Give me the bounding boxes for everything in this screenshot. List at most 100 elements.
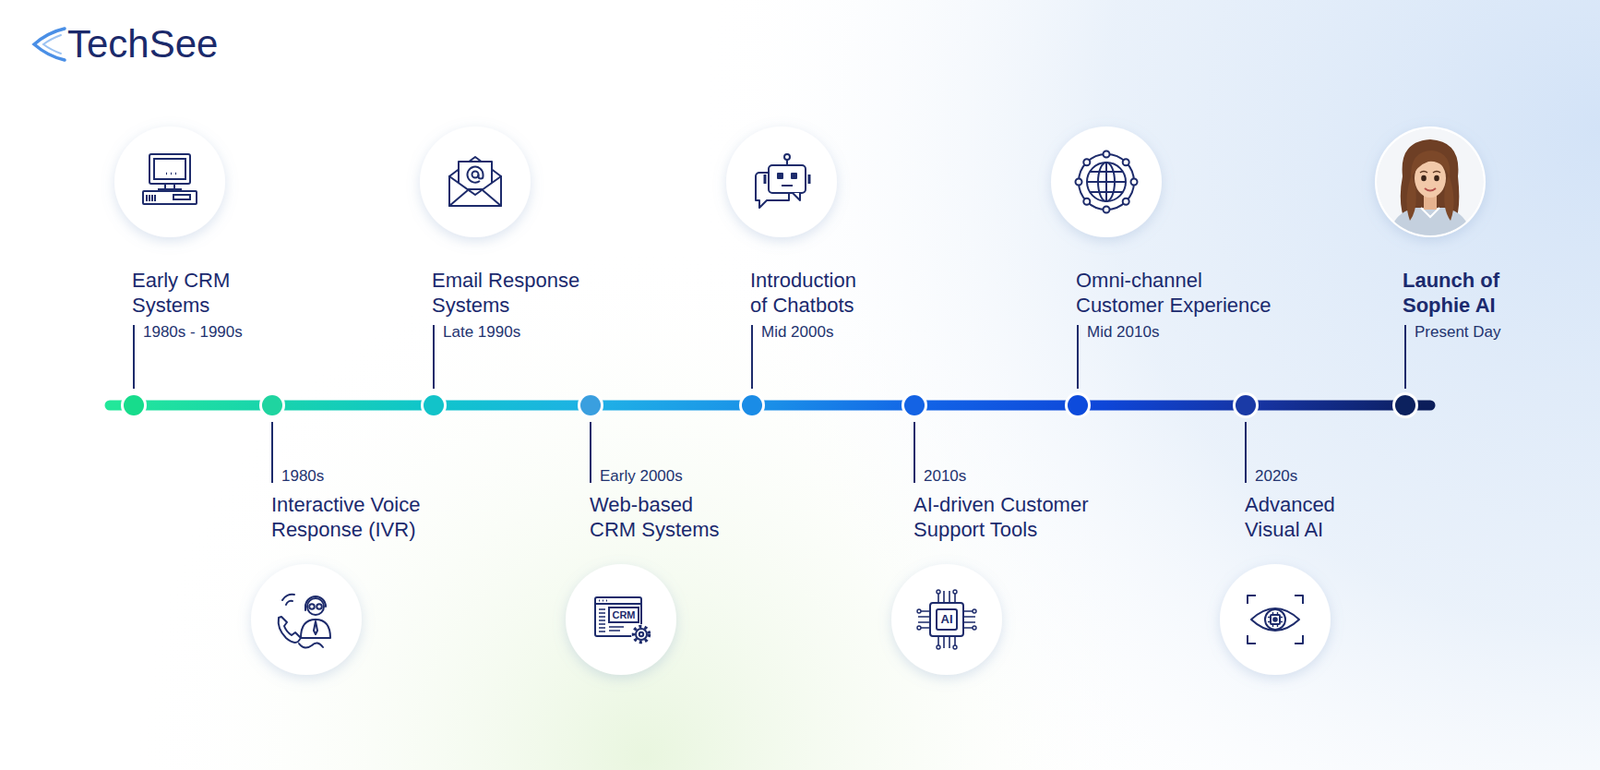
globe-icon xyxy=(1075,151,1138,214)
crm-text-box xyxy=(608,607,639,622)
agent-headset xyxy=(305,596,326,610)
globe xyxy=(1086,162,1126,202)
chip-pins xyxy=(918,590,976,648)
at-symbol xyxy=(467,167,484,183)
icon-disc xyxy=(565,563,677,675)
milestone-date: Present Day xyxy=(1414,322,1502,342)
milestone-title: Advanced Visual AI xyxy=(1244,491,1356,542)
milestone-dot: Omni-channel Customer ExperienceMid 2010… xyxy=(1067,394,1088,416)
timeline-segment xyxy=(600,400,742,411)
leader-line xyxy=(913,421,916,483)
avatar-portrait xyxy=(1376,128,1484,238)
avatar-mouth xyxy=(1424,188,1436,192)
content-lines xyxy=(608,626,624,631)
pin-end xyxy=(953,644,957,649)
sidebar-lines xyxy=(598,608,606,632)
desktop-case xyxy=(143,191,197,204)
timeline-segment xyxy=(1087,400,1236,411)
network-node xyxy=(1083,198,1090,205)
network-ring xyxy=(1078,154,1135,210)
drive-slot xyxy=(173,194,191,200)
pin-end xyxy=(917,608,921,613)
pin-ends xyxy=(917,589,977,649)
network-node xyxy=(1131,179,1138,186)
ivr-icon xyxy=(278,594,331,648)
milestone-dot: Early CRM Systems1980s - 1990s xyxy=(123,394,144,416)
icon-disc xyxy=(1374,126,1486,238)
milestone-date: 2010s xyxy=(923,466,967,486)
agent-body xyxy=(300,619,331,638)
gear xyxy=(635,628,647,640)
avatar-collar xyxy=(1420,207,1440,217)
leader-line xyxy=(271,421,274,483)
timeline-segment xyxy=(1255,400,1396,411)
gear-backing xyxy=(631,623,652,645)
visual-ai-icon xyxy=(1247,595,1303,644)
network-node xyxy=(1103,206,1111,214)
icon-disc xyxy=(114,126,226,238)
network-nodes xyxy=(1075,151,1138,214)
pin-end xyxy=(936,644,941,649)
chip-core xyxy=(936,608,957,630)
leader-line xyxy=(751,324,753,389)
monitor-stand xyxy=(157,183,182,190)
milestone-title: Omni-channel Customer Experience xyxy=(1075,267,1284,318)
avatar-hair xyxy=(1406,174,1416,221)
robot-eye xyxy=(777,173,783,179)
pin-end xyxy=(972,608,977,613)
milestone-date: 1980s - 1990s xyxy=(143,322,243,342)
logo-mark xyxy=(34,28,65,60)
agent-glasses xyxy=(316,603,323,609)
screen xyxy=(154,158,186,180)
leader-lines xyxy=(133,324,1406,483)
avatar-eye xyxy=(1420,175,1427,182)
network-node xyxy=(1083,158,1090,166)
signal-waves xyxy=(282,594,295,605)
robot-mouth xyxy=(781,184,793,187)
robot-ears xyxy=(764,174,810,184)
avatar-shirt xyxy=(1389,207,1471,238)
letter xyxy=(458,161,492,190)
avatar-hair xyxy=(1444,174,1454,221)
eye-chip xyxy=(1270,614,1280,624)
network-node xyxy=(1075,179,1083,186)
pin-end xyxy=(972,625,977,630)
milestone-date: Mid 2000s xyxy=(761,322,834,342)
milestone-title: Launch of Sophie AI xyxy=(1402,267,1523,318)
leader-line xyxy=(132,324,135,389)
envelope-fold xyxy=(449,190,502,206)
milestone-title: AI-driven Customer Support Tools xyxy=(913,491,1108,542)
milestone-date: Late 1990s xyxy=(442,322,521,342)
milestone-dot: Email Response SystemsLate 1990s xyxy=(423,394,444,416)
ai-chip-icon xyxy=(917,589,977,649)
icon-disc xyxy=(1219,563,1331,675)
milestone-dot: 1980sInteractive Voice Response (IVR) xyxy=(262,394,283,416)
milestone-dot: 2010sAI-driven Customer Support Tools xyxy=(904,394,925,416)
milestone-title: Web-based CRM Systems xyxy=(589,491,733,542)
envelope-pocket xyxy=(449,176,502,206)
icon-text: AI xyxy=(941,611,954,627)
pin-end xyxy=(936,589,941,594)
milestone-date: Early 2000s xyxy=(599,466,683,486)
milestone-dot: Introduction of ChatbotsMid 2000s xyxy=(741,394,763,416)
antenna-tip xyxy=(784,154,790,160)
timeline-segment xyxy=(443,400,581,411)
milestone-title: Introduction of Chatbots xyxy=(750,267,871,318)
leader-line xyxy=(589,421,592,483)
milestone-date: Mid 2010s xyxy=(1086,322,1159,342)
network-node xyxy=(1103,151,1111,158)
icon-disc xyxy=(250,563,362,675)
chip-body xyxy=(930,602,964,636)
scan-brackets xyxy=(1247,595,1303,644)
icon-disc xyxy=(891,563,1003,675)
milestone-dot: Launch of Sophie AIPresent Day xyxy=(1395,394,1416,416)
milestone-title: Email Response Systems xyxy=(431,267,617,318)
agent-tie xyxy=(313,620,318,634)
leader-line xyxy=(1404,324,1407,389)
milestone-title: Early CRM Systems xyxy=(131,267,271,318)
robot-eye xyxy=(791,173,797,179)
